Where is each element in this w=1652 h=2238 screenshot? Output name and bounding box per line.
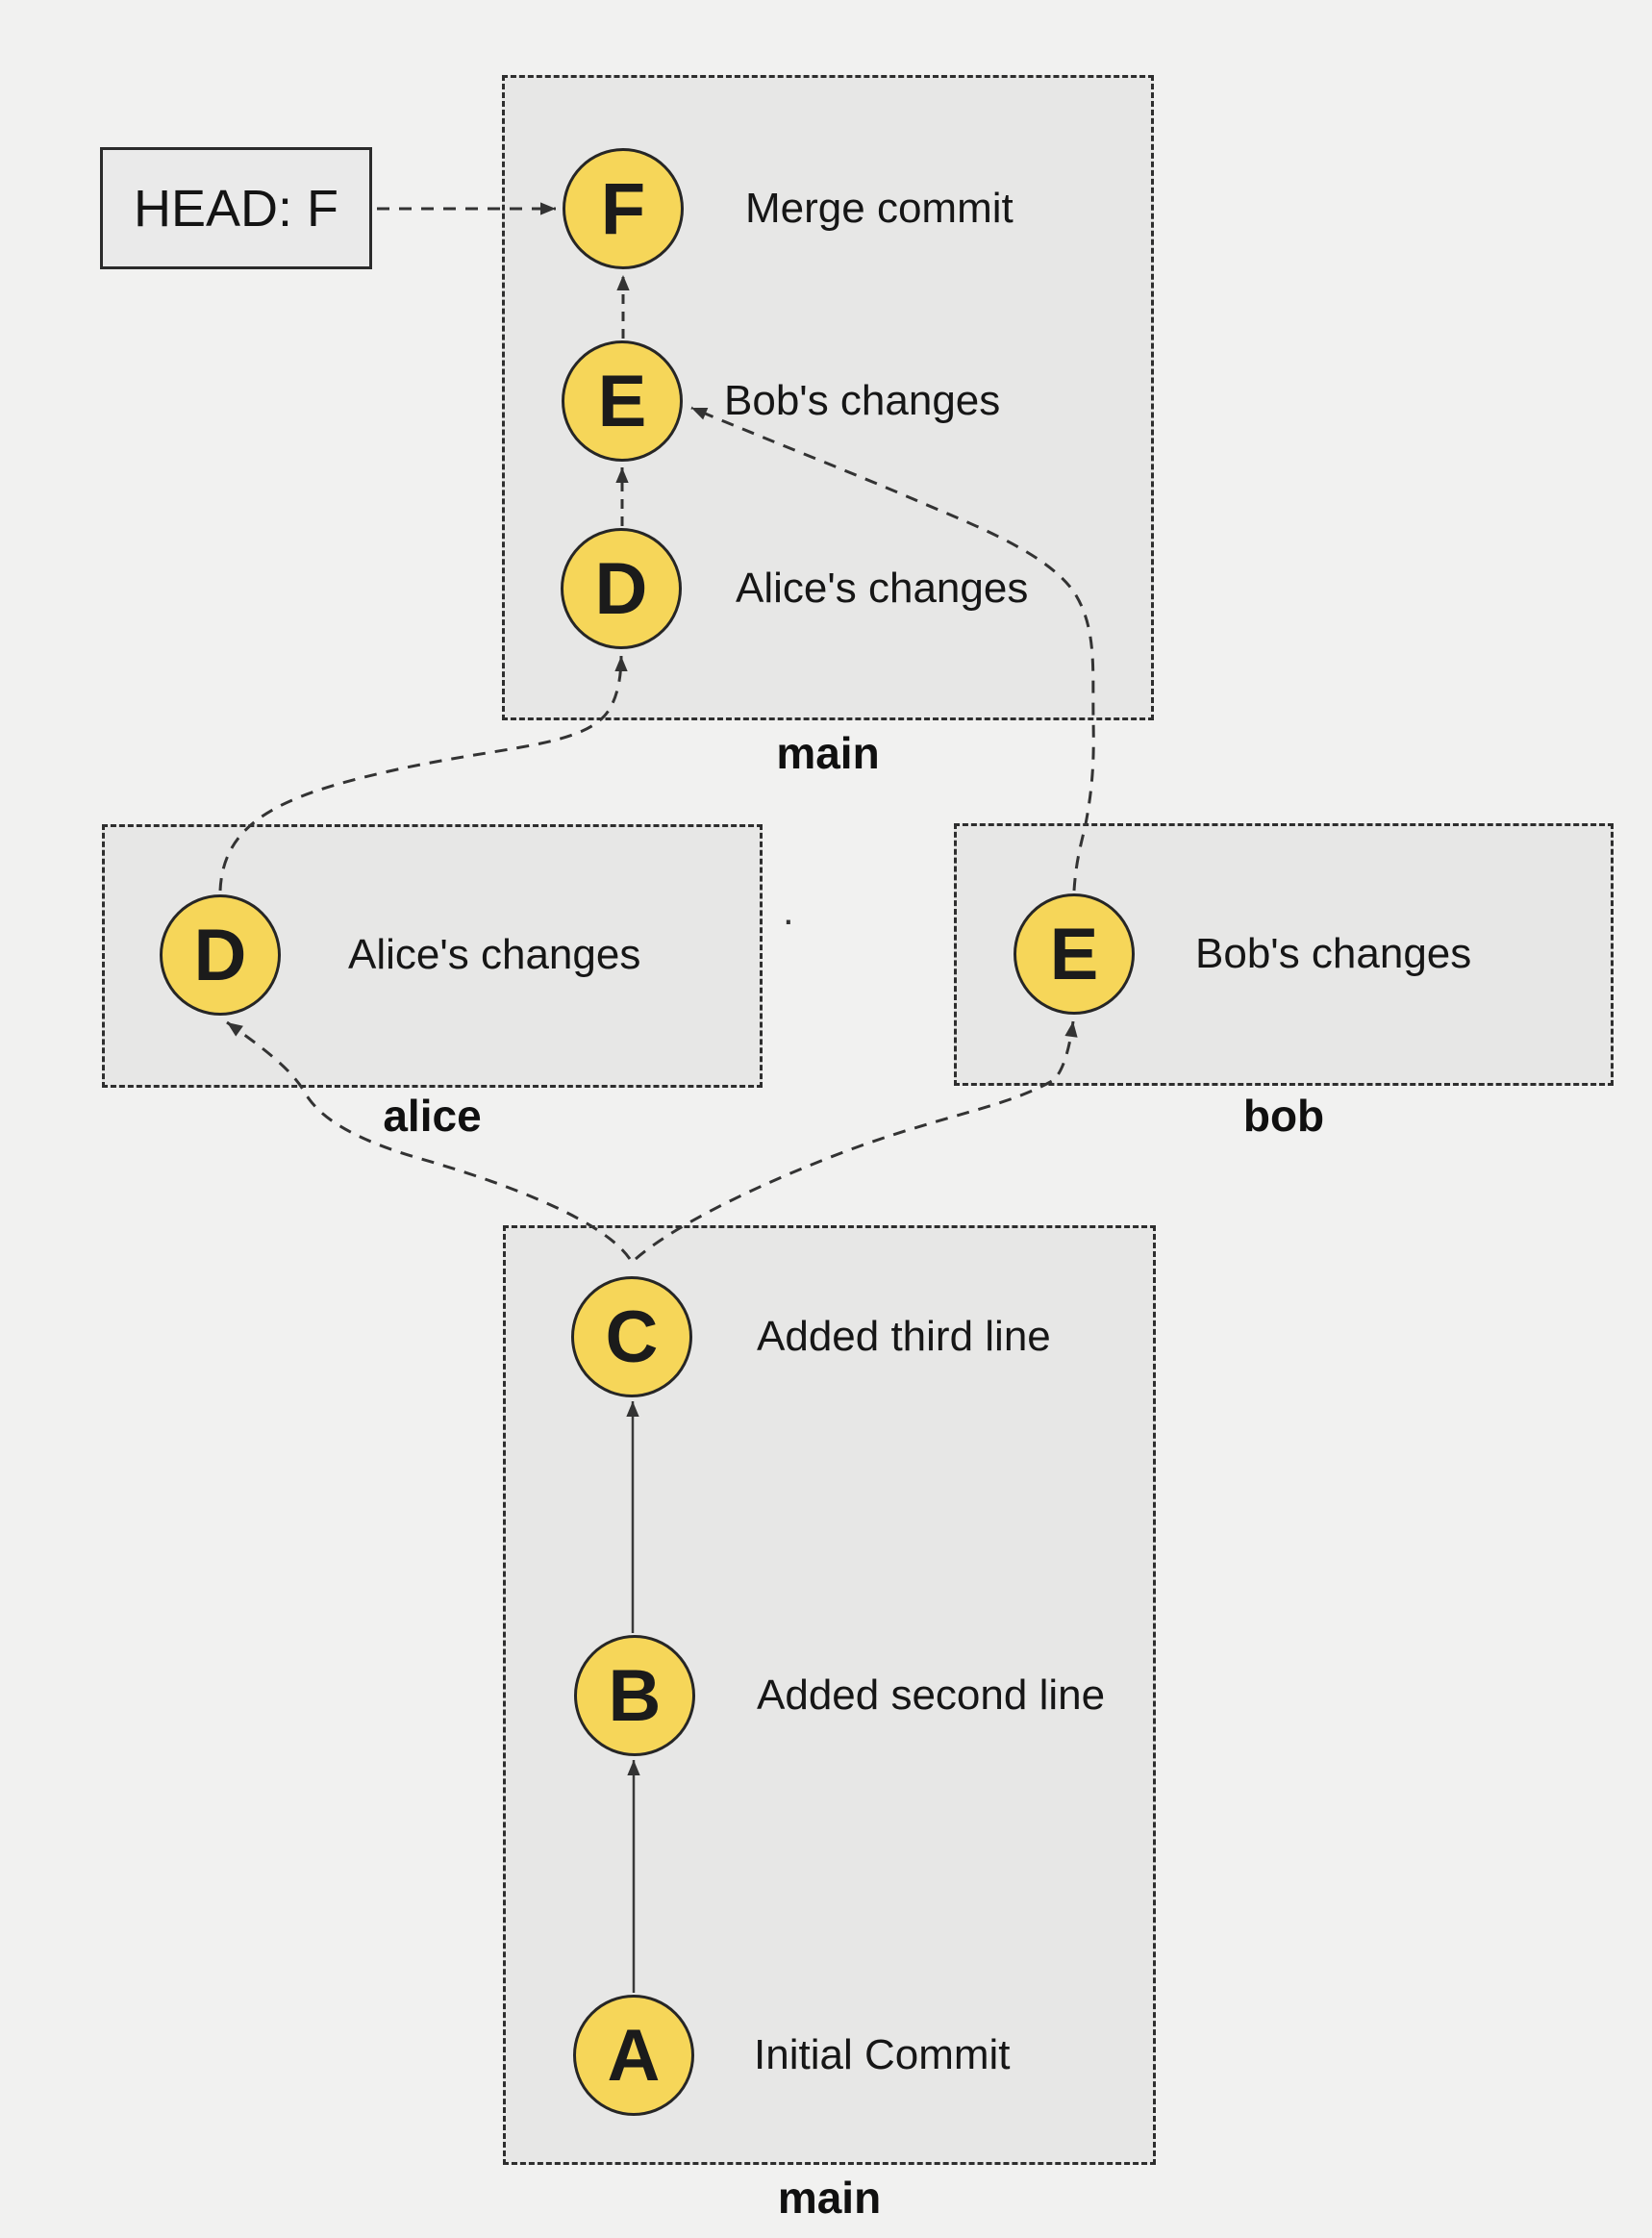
stray-dot: .: [783, 888, 794, 933]
commit-node-d-main: D: [561, 528, 682, 649]
commit-node-d-alice: D: [160, 894, 281, 1016]
commit-node-f: F: [563, 148, 684, 269]
commit-message-c: Added third line: [757, 1313, 1051, 1360]
commit-message-d-alice: Alice's changes: [348, 931, 641, 978]
commit-node-c: C: [571, 1276, 692, 1397]
commit-id-d-alice: D: [193, 914, 247, 996]
commit-node-b: B: [574, 1635, 695, 1756]
commit-id-b: B: [608, 1654, 662, 1737]
commit-node-a: A: [573, 1995, 694, 2116]
commit-id-e-bob: E: [1049, 913, 1099, 995]
commit-message-e-main: Bob's changes: [724, 377, 1001, 424]
head-pointer-box: HEAD: F: [100, 147, 372, 269]
branch-label-bob: bob: [1242, 1091, 1325, 1141]
branch-label-alice: alice: [383, 1091, 482, 1141]
branch-label-main-bottom: main: [777, 2173, 882, 2223]
commit-id-f: F: [600, 167, 646, 250]
commit-message-b: Added second line: [757, 1672, 1106, 1719]
commit-message-a: Initial Commit: [754, 2031, 1011, 2078]
commit-id-a: A: [607, 2014, 661, 2097]
commit-id-d-main: D: [594, 547, 648, 630]
commit-id-c: C: [605, 1295, 659, 1378]
head-pointer-label: HEAD: F: [133, 179, 339, 238]
commit-node-e-main: E: [562, 340, 683, 462]
commit-message-d-main: Alice's changes: [736, 565, 1029, 612]
commit-message-f: Merge commit: [745, 185, 1014, 232]
commit-node-e-bob: E: [1014, 893, 1135, 1015]
branch-label-main-top: main: [776, 728, 880, 778]
commit-message-e-bob: Bob's changes: [1195, 930, 1472, 977]
commit-id-e-main: E: [597, 360, 647, 442]
